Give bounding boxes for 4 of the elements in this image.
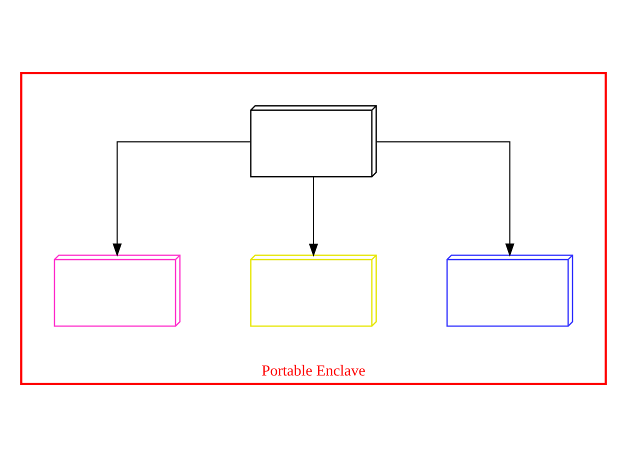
cluster: Portable Enclave [20,72,607,384]
arrow [112,140,250,256]
arrow [376,140,514,256]
arrow [308,176,318,256]
